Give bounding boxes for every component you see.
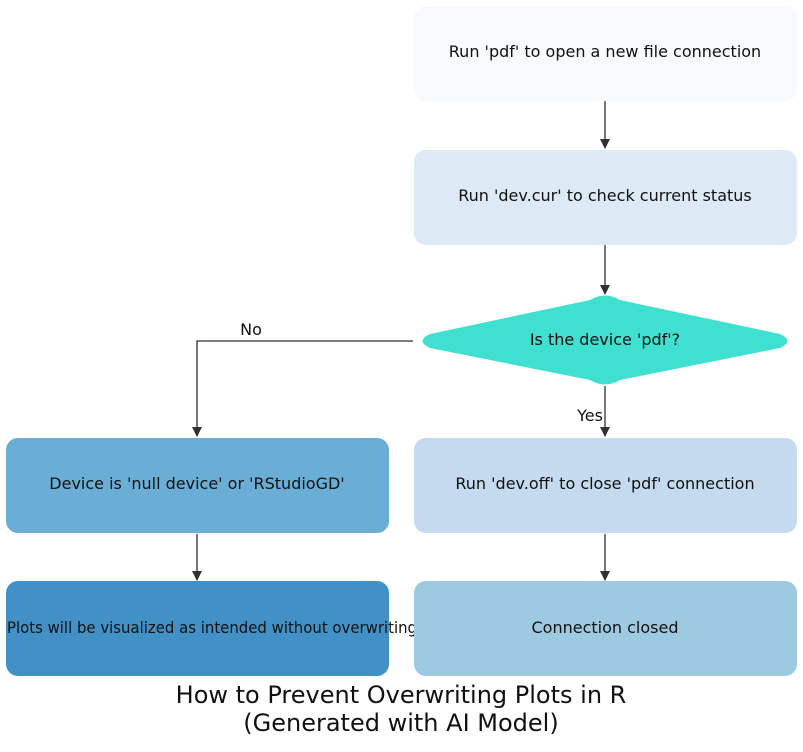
node-decision: Is the device 'pdf'? — [422, 295, 788, 385]
node-closed-box — [414, 581, 797, 676]
node-visualized-box — [6, 581, 389, 676]
node-visualized: Plots will be visualized as intended wit… — [6, 581, 417, 676]
diagram-subtitle: (Generated with AI Model) — [243, 709, 558, 737]
node-decision-label: Is the device 'pdf'? — [530, 330, 680, 349]
edge-decision-no — [192, 340, 413, 437]
edges — [192, 101, 610, 581]
node-null-device: Device is 'null device' or 'RStudioGD' — [6, 438, 389, 533]
node-closed: Connection closed — [414, 581, 797, 676]
node-null-device-box — [6, 438, 389, 533]
node-null-device-label: Device is 'null device' or 'RStudioGD' — [49, 474, 344, 493]
node-decision-diamond — [422, 295, 788, 385]
edge-label-yes: Yes — [576, 406, 603, 425]
node-open-pdf-box — [414, 6, 797, 101]
node-check-status: Run 'dev.cur' to check current status — [414, 150, 797, 245]
node-close-pdf-label: Run 'dev.off' to close 'pdf' connection — [455, 474, 754, 493]
node-check-status-label: Run 'dev.cur' to check current status — [458, 186, 752, 205]
node-open-pdf: Run 'pdf' to open a new file connection — [414, 6, 797, 101]
node-visualized-label: Plots will be visualized as intended wit… — [7, 618, 417, 637]
node-open-pdf-label: Run 'pdf' to open a new file connection — [449, 42, 761, 61]
node-check-status-box — [414, 150, 797, 245]
node-close-pdf: Run 'dev.off' to close 'pdf' connection — [414, 438, 797, 533]
node-close-pdf-box — [414, 438, 797, 533]
node-closed-label: Connection closed — [532, 618, 679, 637]
diagram-title: How to Prevent Overwriting Plots in R — [176, 681, 627, 709]
edge-label-no: No — [240, 320, 262, 339]
